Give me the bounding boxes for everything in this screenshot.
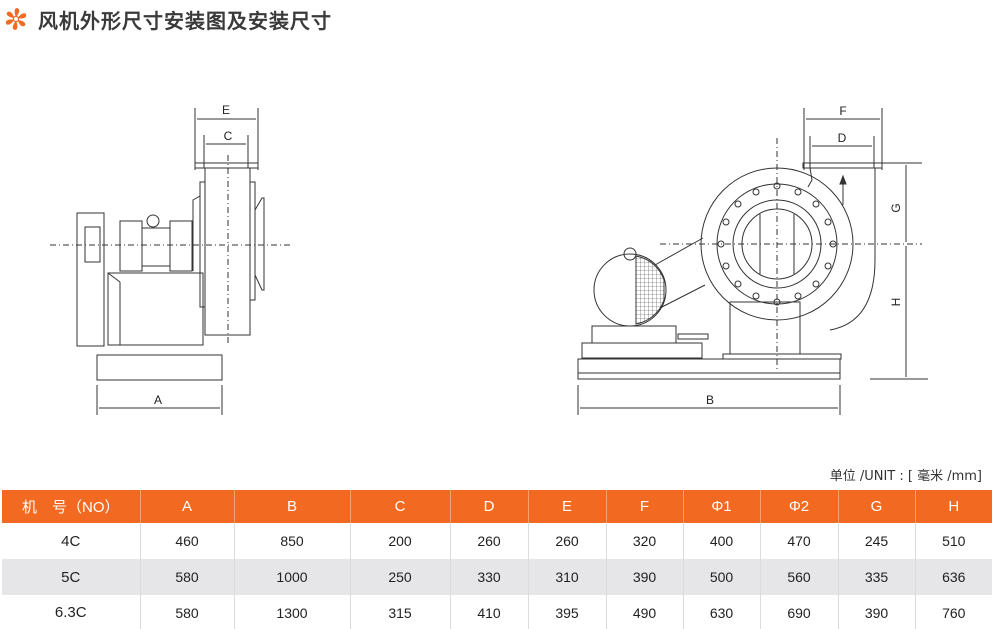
motor-lifting-eye bbox=[623, 247, 637, 261]
frame-brace bbox=[107, 272, 121, 283]
belt-guard bbox=[76, 212, 105, 347]
fan-side-view-drawing: E C A bbox=[50, 103, 290, 415]
cell-model: 5C bbox=[2, 559, 141, 595]
cell-phi1: 630 bbox=[683, 595, 761, 629]
cell-b: 1000 bbox=[234, 559, 351, 595]
pedestal-plate bbox=[722, 353, 842, 360]
cell-c: 315 bbox=[350, 595, 451, 629]
col-header-d: D bbox=[450, 490, 529, 523]
cell-f: 490 bbox=[606, 595, 684, 629]
dimension-table: 机 号（NO） A B C D E F Φ1 Φ2 G H 4C 460 850… bbox=[2, 490, 992, 629]
col-header-h: H bbox=[915, 490, 992, 523]
cell-d: 330 bbox=[450, 559, 529, 595]
cell-a: 460 bbox=[140, 523, 235, 559]
unit-note: 单位 /UNIT : [ 毫米 /mm] bbox=[829, 469, 982, 484]
cell-model: 4C bbox=[2, 523, 141, 559]
fan-front-view-drawing: F D G H bbox=[577, 104, 928, 415]
fan-pedestal bbox=[729, 301, 801, 355]
motor-fan-guard bbox=[635, 255, 665, 325]
cell-c: 250 bbox=[350, 559, 451, 595]
dim-label-g: G bbox=[889, 203, 903, 212]
col-header-b: B bbox=[234, 490, 351, 523]
cell-b: 1300 bbox=[234, 595, 351, 629]
cell-f: 320 bbox=[606, 523, 684, 559]
orange-fan-icon bbox=[5, 8, 27, 30]
cell-g: 245 bbox=[838, 523, 916, 559]
cell-phi1: 500 bbox=[683, 559, 761, 595]
dim-label-e: E bbox=[222, 103, 230, 117]
col-header-phi2: Φ2 bbox=[760, 490, 839, 523]
motor-end-left bbox=[119, 220, 143, 272]
casing-rim-right bbox=[249, 181, 256, 301]
cell-d: 410 bbox=[450, 595, 529, 629]
cell-g: 390 bbox=[838, 595, 916, 629]
table-row: 6.3C 580 1300 315 410 395 490 630 690 39… bbox=[2, 595, 992, 629]
base-plate bbox=[96, 354, 223, 381]
page-header: 风机外形尺寸安装图及安装尺寸 bbox=[4, 3, 332, 35]
cell-e: 310 bbox=[528, 559, 607, 595]
motor-mount bbox=[591, 325, 677, 344]
cell-phi1: 400 bbox=[683, 523, 761, 559]
inlet-flange bbox=[254, 197, 265, 291]
base-frame bbox=[107, 272, 204, 346]
motor-lifting-eye bbox=[146, 214, 160, 228]
cell-c: 200 bbox=[350, 523, 451, 559]
bolt-holes bbox=[717, 182, 837, 306]
dim-label-c: C bbox=[224, 129, 233, 143]
bracket bbox=[192, 195, 201, 271]
cell-g: 335 bbox=[838, 559, 916, 595]
cell-d: 260 bbox=[450, 523, 529, 559]
motor-end-right bbox=[169, 220, 193, 272]
airflow-arrowhead bbox=[839, 174, 847, 185]
cell-a: 580 bbox=[140, 595, 235, 629]
cell-phi2: 470 bbox=[760, 523, 839, 559]
motor-base bbox=[581, 342, 703, 359]
table-row: 5C 580 1000 250 330 310 390 500 560 335 … bbox=[2, 559, 992, 595]
cell-h: 636 bbox=[915, 559, 992, 595]
outlet-left-edge bbox=[807, 167, 813, 188]
cell-model: 6.3C bbox=[2, 595, 141, 629]
page-title: 风机外形尺寸安装图及安装尺寸 bbox=[38, 8, 332, 33]
col-header-f: F bbox=[606, 490, 684, 523]
col-header-g: G bbox=[838, 490, 916, 523]
outlet-flange bbox=[802, 162, 883, 169]
cell-b: 850 bbox=[234, 523, 351, 559]
tension-bolt bbox=[677, 333, 709, 340]
main-base bbox=[577, 358, 841, 380]
col-header-e: E bbox=[528, 490, 607, 523]
cell-phi2: 690 bbox=[760, 595, 839, 629]
cell-e: 260 bbox=[528, 523, 607, 559]
cell-a: 580 bbox=[140, 559, 235, 595]
belt-bottom bbox=[659, 284, 706, 309]
table-row: 4C 460 850 200 260 260 320 400 470 245 5… bbox=[2, 523, 992, 559]
table-header-row: 机 号（NO） A B C D E F Φ1 Φ2 G H bbox=[2, 490, 992, 523]
cell-f: 390 bbox=[606, 559, 684, 595]
dim-label-a: A bbox=[154, 393, 162, 407]
cell-h: 760 bbox=[915, 595, 992, 629]
col-header-model: 机 号（NO） bbox=[2, 490, 141, 523]
motor-body bbox=[141, 227, 171, 267]
dim-label-h: H bbox=[889, 298, 903, 307]
col-header-c: C bbox=[350, 490, 451, 523]
dim-label-d: D bbox=[838, 131, 847, 145]
col-header-phi1: Φ1 bbox=[683, 490, 761, 523]
belt-top bbox=[654, 237, 704, 266]
cell-h: 510 bbox=[942, 533, 966, 549]
cell-e: 395 bbox=[528, 595, 607, 629]
cell-phi2: 560 bbox=[760, 559, 839, 595]
col-header-a: A bbox=[140, 490, 235, 523]
dim-label-b: B bbox=[706, 393, 714, 407]
dim-label-f: F bbox=[839, 104, 846, 118]
volute-outlet-wall bbox=[829, 168, 876, 331]
